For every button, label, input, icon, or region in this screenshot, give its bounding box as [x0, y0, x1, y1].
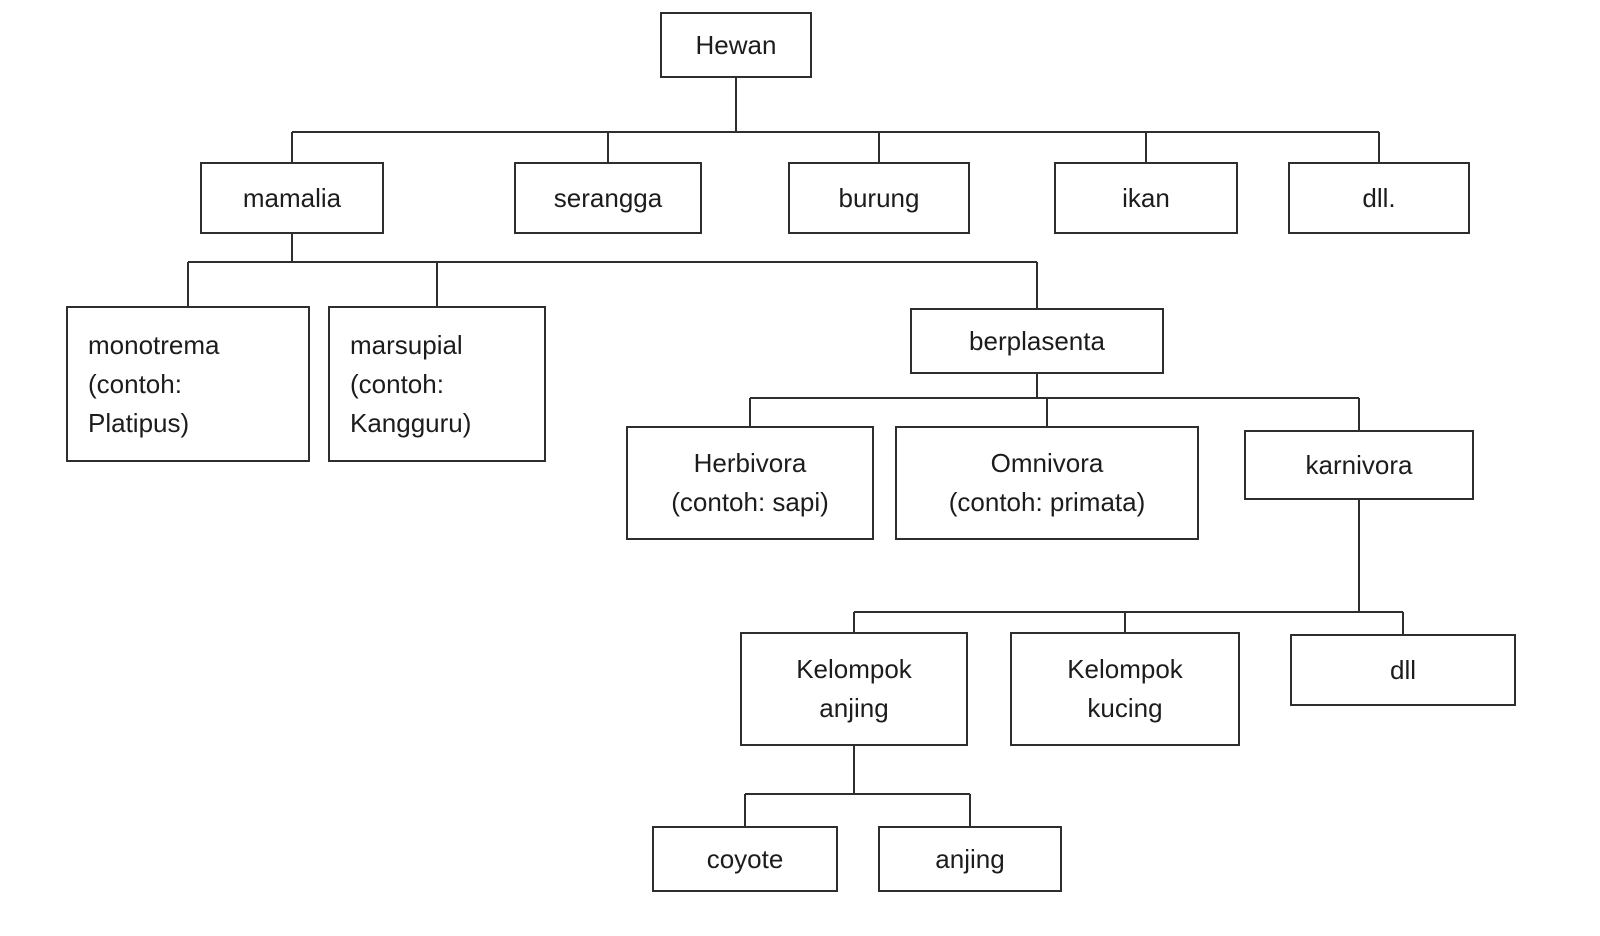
node-serangga: serangga	[514, 162, 702, 234]
node-kelompok-kucing: Kelompok kucing	[1010, 632, 1240, 746]
node-omnivora: Omnivora (contoh: primata)	[895, 426, 1199, 540]
edges-kelompok-anjing-children	[744, 746, 971, 826]
node-monotrema: monotrema (contoh: Platipus)	[66, 306, 310, 462]
node-ikan: ikan	[1054, 162, 1238, 234]
edges-hewan-children	[291, 78, 1380, 162]
node-berplasenta: berplasenta	[910, 308, 1164, 374]
node-dll-karnivora: dll	[1290, 634, 1516, 706]
node-dll-hewan: dll.	[1288, 162, 1470, 234]
edges-berplasenta-children	[749, 374, 1360, 430]
node-anjing: anjing	[878, 826, 1062, 892]
node-herbivora: Herbivora (contoh: sapi)	[626, 426, 874, 540]
node-kelompok-anjing: Kelompok anjing	[740, 632, 968, 746]
node-marsupial: marsupial (contoh: Kangguru)	[328, 306, 546, 462]
node-mamalia: mamalia	[200, 162, 384, 234]
node-hewan: Hewan	[660, 12, 812, 78]
node-burung: burung	[788, 162, 970, 234]
node-karnivora: karnivora	[1244, 430, 1474, 500]
node-coyote: coyote	[652, 826, 838, 892]
edges-mamalia-children	[187, 234, 1038, 308]
edges-karnivora-children	[853, 500, 1404, 634]
